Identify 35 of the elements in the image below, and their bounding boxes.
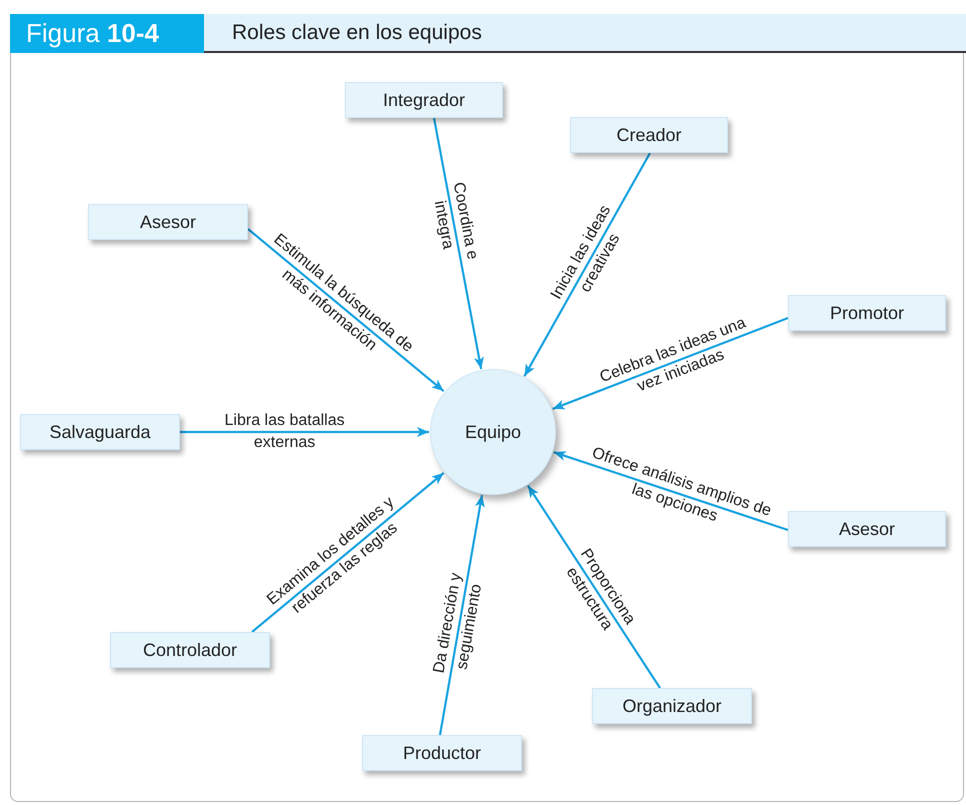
role-box [110, 632, 270, 668]
arrow [552, 316, 788, 410]
role-label: Asesor [140, 212, 196, 232]
arrow [432, 118, 484, 370]
arrow [180, 427, 429, 437]
figure-caption: Roles clave en los equipos [204, 14, 966, 53]
role-box [88, 204, 248, 240]
arrow [553, 451, 788, 532]
team-circle [430, 369, 556, 495]
edge-label: Ofrece análisis amplios de las opciones [588, 444, 774, 528]
edge-label: Libra las batallas externas [224, 411, 346, 453]
role-box [592, 688, 752, 724]
role-label: Promotor [830, 302, 904, 324]
role-label: Productor [402, 742, 482, 764]
role-label: Creador [616, 124, 682, 146]
role-label: Organizador [622, 696, 722, 716]
edge-label: Coordina e integra [430, 180, 482, 264]
arrow [247, 228, 444, 392]
arrow [523, 152, 651, 377]
role-box [788, 295, 946, 331]
role-label: Controlador [142, 640, 238, 660]
role-label: Salvaguarda [49, 422, 151, 442]
role-box [345, 82, 503, 118]
arrow [251, 472, 444, 633]
edge-label: Da dirección y seguimiento [430, 570, 486, 676]
role-box [20, 414, 180, 450]
arrow [438, 494, 485, 736]
arrow [527, 485, 661, 689]
role-label: Asesor [838, 518, 896, 540]
role-box [570, 117, 728, 153]
role-box [362, 735, 522, 771]
role-box [788, 511, 946, 547]
team-label: Equipo [464, 422, 522, 442]
role-label: Integrador [382, 90, 466, 110]
figure-number: Figura 10-4 [10, 14, 204, 53]
